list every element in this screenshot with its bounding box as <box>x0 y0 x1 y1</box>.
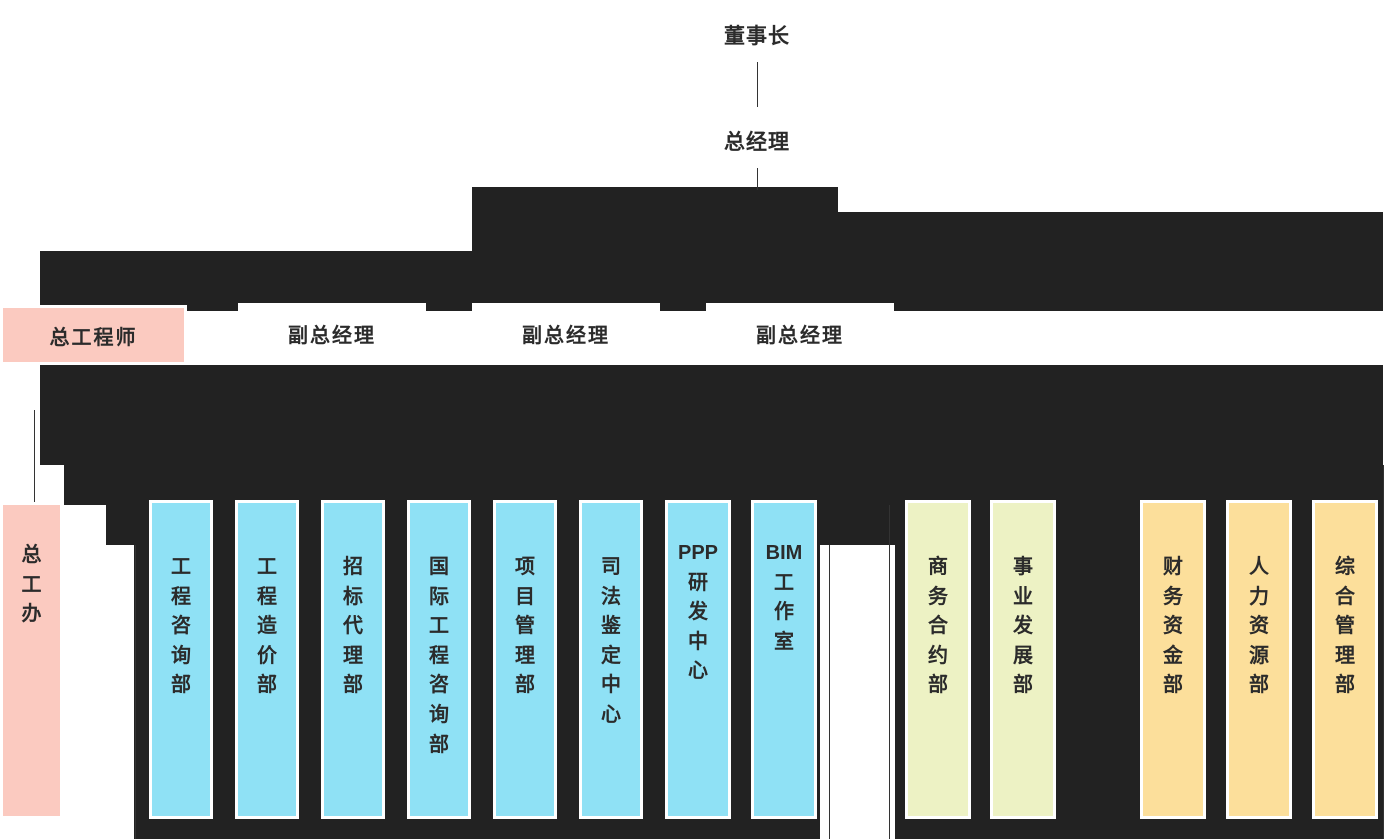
node-label-latin: PPP <box>677 542 719 564</box>
node-finance-funds[interactable]: 财务资金部 <box>1140 500 1206 819</box>
node-label: 综合管理部 <box>1335 556 1355 697</box>
connector-mass-upper <box>472 187 838 251</box>
node-label: 事业发展部 <box>1013 556 1033 697</box>
line-blank-node-stub <box>829 545 830 839</box>
node-deputy-gm-2[interactable]: 副总经理 <box>472 303 660 363</box>
node-label: 工程造价部 <box>257 556 277 697</box>
node-label-cjk: 研发中心 <box>688 571 708 683</box>
node-human-resources[interactable]: 人力资源部 <box>1226 500 1292 819</box>
node-label-latin: BIM <box>765 542 803 564</box>
line-chief-engineer-to-office <box>34 410 35 504</box>
node-label: 国际工程咨询部 <box>429 556 449 756</box>
line-gm-down <box>757 168 758 190</box>
node-general-manager[interactable]: 总经理 <box>724 131 790 154</box>
connector-mass-lower-left <box>64 465 1383 505</box>
node-project-management[interactable]: 项目管理部 <box>493 500 557 819</box>
connector-mass-gap-fill <box>820 505 895 545</box>
connector-mass-right-upper <box>838 212 1383 251</box>
node-ppp-rd-center[interactable]: PPP 研发中心 <box>665 500 731 819</box>
line-right-edge-stub <box>1383 465 1384 839</box>
node-label-cjk: 工作室 <box>773 571 794 653</box>
node-label: 工程咨询部 <box>171 556 191 697</box>
node-bim-studio[interactable]: BIM 工作室 <box>751 500 817 819</box>
line-left-col-stub <box>135 545 136 839</box>
node-engineering-cost[interactable]: 工程造价部 <box>235 500 299 819</box>
node-label: 总工办 <box>21 544 42 626</box>
node-label: 人力资源部 <box>1249 556 1269 697</box>
node-label: 招标代理部 <box>343 556 363 697</box>
node-chief-engineer[interactable]: 总工程师 <box>0 305 187 365</box>
connector-mass-wide <box>40 251 1383 311</box>
node-bidding-agency[interactable]: 招标代理部 <box>321 500 385 819</box>
node-label: 项目管理部 <box>515 556 535 697</box>
node-label: 财务资金部 <box>1163 556 1183 697</box>
node-chairman[interactable]: 董事长 <box>724 25 790 48</box>
node-business-contract[interactable]: 商务合约部 <box>905 500 971 819</box>
node-international-engineering-consulting[interactable]: 国际工程咨询部 <box>407 500 471 819</box>
node-label: 司法鉴定中心 <box>601 556 621 726</box>
node-engineering-consulting[interactable]: 工程咨询部 <box>149 500 213 819</box>
line-blank-node-stub-right <box>889 505 890 839</box>
node-chief-engineer-office[interactable]: 总工办 <box>0 502 63 819</box>
node-business-development[interactable]: 事业发展部 <box>990 500 1056 819</box>
node-judicial-appraisal-center[interactable]: 司法鉴定中心 <box>579 500 643 819</box>
node-label: 商务合约部 <box>928 556 948 697</box>
connector-mass-mid <box>40 365 1383 465</box>
node-general-management[interactable]: 综合管理部 <box>1312 500 1378 819</box>
node-deputy-gm-1[interactable]: 副总经理 <box>238 303 426 363</box>
connector-mass-bottom-right <box>895 545 1383 839</box>
node-deputy-gm-3[interactable]: 副总经理 <box>706 303 894 363</box>
node-blank[interactable] <box>833 545 886 839</box>
line-chairman-to-gm <box>757 62 758 107</box>
